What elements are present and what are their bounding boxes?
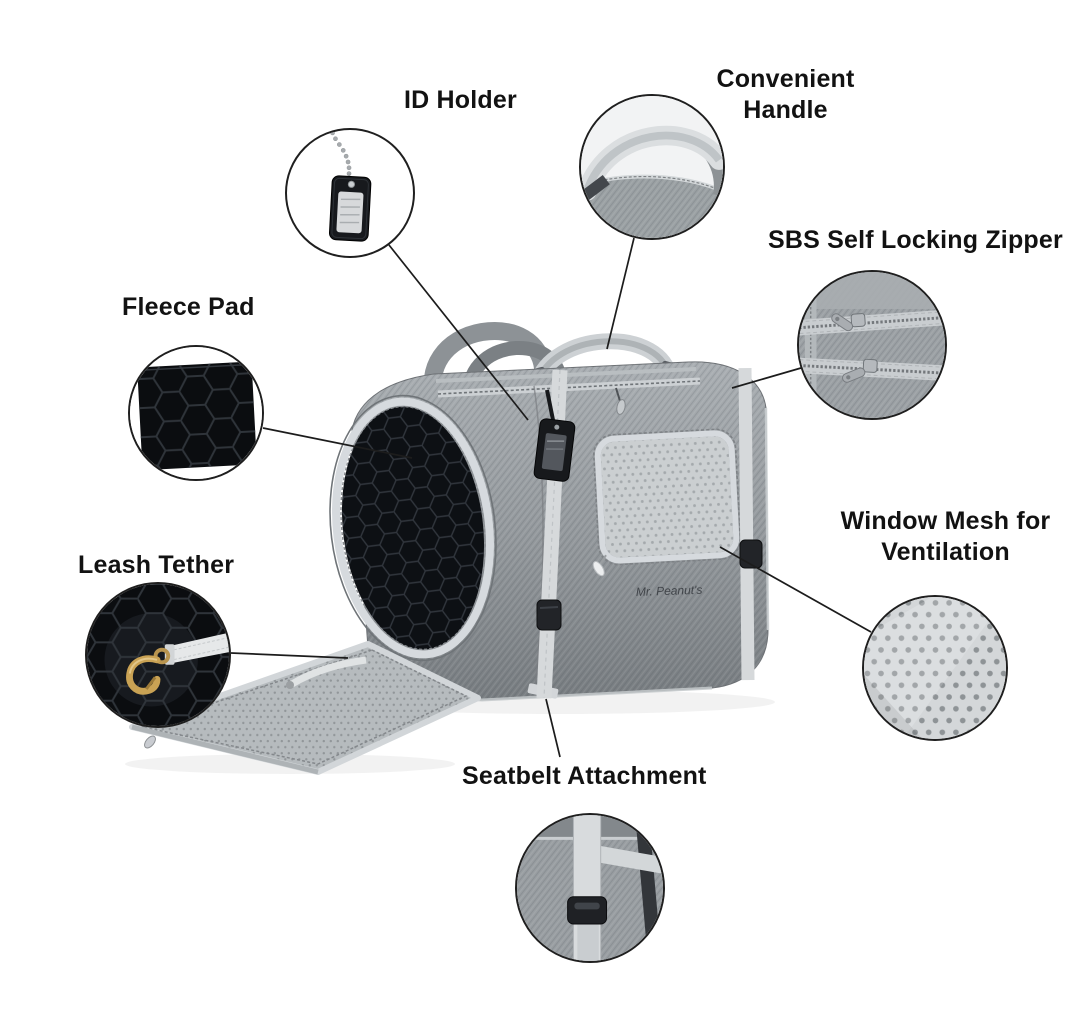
fleece-pad-icon — [130, 347, 262, 479]
inset-sbs-zipper — [797, 270, 947, 420]
inset-seatbelt — [515, 813, 665, 963]
flap-tether — [290, 656, 367, 688]
window-zipper-pull-icon — [592, 561, 605, 577]
callout-sbs-zipper: SBS Self Locking Zipper — [768, 226, 1063, 255]
callout-leash-tether: Leash Tether — [78, 551, 234, 580]
inset-convenient-handle — [579, 94, 725, 240]
callout-seatbelt-text: Seatbelt Attachment — [462, 762, 707, 790]
front-opening — [329, 394, 497, 662]
callout-fleece-pad-text: Fleece Pad — [122, 293, 255, 321]
callout-convenient-handle-line2: Handle — [743, 96, 828, 124]
inset-fleece-pad — [128, 345, 264, 481]
inset-id-holder — [285, 128, 415, 258]
callout-sbs-zipper-text: SBS Self Locking Zipper — [768, 226, 1063, 254]
callout-seatbelt: Seatbelt Attachment — [462, 762, 707, 791]
mesh-texture-icon — [864, 597, 1006, 739]
id-tag — [533, 389, 576, 482]
mesh-window — [592, 428, 742, 577]
inset-leash-tether — [85, 582, 231, 728]
leash-tether-icon — [87, 584, 229, 726]
callout-window-mesh: Window Mesh for Ventilation — [833, 506, 1058, 568]
flap-zipper-pull-icon — [144, 735, 156, 749]
callout-id-holder-text: ID Holder — [404, 86, 517, 114]
callout-convenient-handle: Convenient Handle — [698, 64, 873, 126]
callout-window-mesh-line2: Ventilation — [881, 538, 1010, 566]
callout-window-mesh-line1: Window Mesh for — [840, 507, 1051, 535]
callout-convenient-handle-line1: Convenient — [716, 65, 855, 93]
inset-window-mesh — [862, 595, 1008, 741]
callout-fleece-pad: Fleece Pad — [122, 293, 255, 322]
buckle-icon — [739, 539, 763, 569]
brand-logo: Mr. Peanut's — [636, 583, 703, 599]
callout-leash-tether-text: Leash Tether — [78, 551, 235, 579]
id-tag-icon — [328, 130, 372, 242]
handle-icon — [581, 96, 723, 238]
seatbelt-strap-icon — [517, 815, 663, 961]
zipper-icon — [799, 272, 945, 418]
callout-id-holder: ID Holder — [404, 86, 517, 115]
buckle-icon — [536, 599, 562, 631]
